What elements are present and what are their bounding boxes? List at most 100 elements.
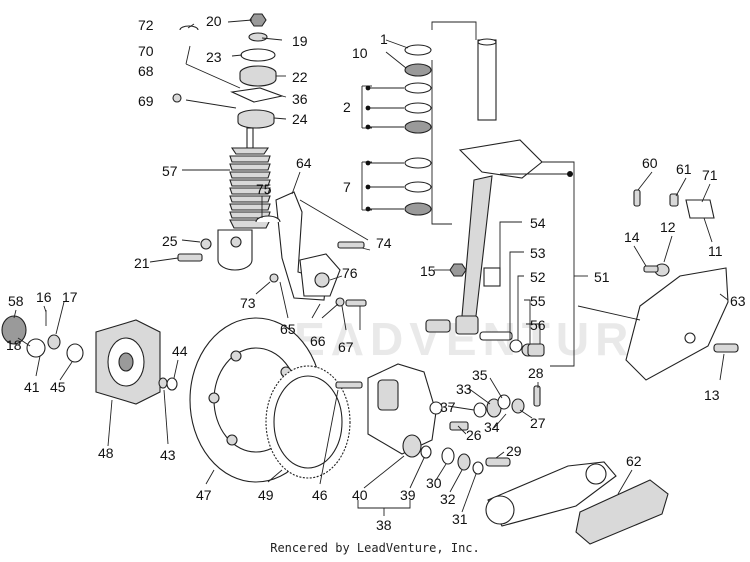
caliper-bracket [255, 191, 367, 307]
callout-24: 24 [292, 111, 308, 127]
disc-hole [230, 350, 242, 362]
sensor-60 [633, 189, 641, 207]
callout-68: 68 [138, 63, 154, 79]
bearing-cup-1 [404, 44, 432, 56]
washer-31 [472, 461, 484, 475]
callout-12: 12 [660, 219, 676, 235]
callout-23: 23 [206, 49, 222, 65]
callout-22: 22 [292, 69, 308, 85]
seal-45 [66, 343, 84, 363]
tone-ring-inner [273, 375, 343, 469]
callout-36: 36 [292, 91, 308, 107]
callout-51: 51 [594, 269, 610, 285]
leader-lines [13, 19, 729, 516]
callout-27: 27 [530, 415, 546, 431]
callout-43: 43 [160, 447, 176, 463]
bolt-67 [345, 299, 367, 307]
washer-35 [497, 394, 511, 410]
shock-absorber-assembly [172, 13, 284, 271]
disc-hole [226, 434, 238, 446]
steering-tube-assembly [404, 38, 545, 357]
nut-20 [249, 13, 267, 27]
callout-70: 70 [138, 43, 154, 59]
bolt-46 [335, 381, 363, 389]
caliper-eye [429, 401, 443, 415]
callout-58: 58 [8, 293, 24, 309]
callout-46: 46 [312, 487, 328, 503]
ring-30 [441, 447, 455, 465]
stem-top [477, 38, 497, 46]
needle-bearing-left [425, 319, 451, 333]
fork-bracket [483, 267, 501, 287]
callout-28: 28 [528, 365, 544, 381]
callout-53: 53 [530, 245, 546, 261]
bolt-14 [643, 265, 659, 273]
callout-21: 21 [134, 255, 150, 271]
shock-rod [246, 127, 254, 149]
callout-32: 32 [440, 491, 456, 507]
callout-63: 63 [730, 293, 746, 309]
callout-17: 17 [62, 289, 78, 305]
wheel-hub-assembly [1, 310, 178, 405]
link-eye-left [485, 495, 515, 525]
bolt-74 [337, 241, 365, 249]
nut-69 [172, 93, 182, 103]
callout-10: 10 [352, 45, 368, 61]
callout-47: 47 [196, 487, 212, 503]
washer-32 [457, 453, 471, 471]
callout-75: 75 [256, 181, 272, 197]
disc-hole [208, 392, 220, 404]
callout-29: 29 [506, 443, 522, 459]
callout-67: 67 [338, 339, 354, 355]
cap-23 [240, 48, 276, 62]
bracket-dots [365, 85, 573, 212]
steering-stem [477, 39, 497, 121]
mudguard-assembly [625, 189, 739, 381]
callout-35: 35 [472, 367, 488, 383]
mudguard-hole [684, 332, 696, 344]
bearing-2a [404, 82, 432, 94]
callout-73: 73 [240, 295, 256, 311]
callout-2: 2 [343, 99, 351, 115]
fork-bottom [455, 315, 479, 335]
caliper-body [367, 363, 437, 455]
brake-disc-assembly [189, 317, 351, 483]
shock-body [217, 229, 253, 271]
bearing-2b [404, 102, 432, 114]
cap-58 [1, 315, 27, 345]
callout-71: 71 [702, 167, 718, 183]
link-eye-right [585, 463, 607, 485]
bushing-24 [237, 109, 275, 129]
bracket-hole [314, 272, 330, 288]
bearing-2c [404, 120, 432, 134]
callout-20: 20 [206, 13, 222, 29]
bracket-71 [685, 199, 715, 219]
washer-34 [511, 398, 525, 414]
footer-credit: Rencered by LeadVenture, Inc. [270, 541, 480, 555]
callout-26: 26 [466, 427, 482, 443]
bolt-28 [533, 385, 541, 407]
callout-18: 18 [6, 337, 22, 353]
bearing-7a [404, 157, 432, 169]
callout-33: 33 [456, 381, 472, 397]
mudguard-63 [625, 267, 729, 381]
callout-56: 56 [530, 317, 546, 333]
callout-41: 41 [24, 379, 40, 395]
fork-head [458, 139, 543, 179]
callout-37: 37 [440, 399, 456, 415]
callout-13: 13 [704, 387, 720, 403]
bolt-21 [177, 253, 203, 262]
callout-30: 30 [426, 475, 442, 491]
pin-55 [479, 331, 513, 341]
callout-54: 54 [530, 215, 546, 231]
callout-64: 64 [296, 155, 312, 171]
washer-25 [200, 238, 212, 250]
clip-72 [179, 25, 199, 31]
bearing-7c [404, 202, 432, 216]
callout-25: 25 [162, 233, 178, 249]
fork-leg [461, 175, 493, 317]
callout-7: 7 [343, 179, 351, 195]
needle-bearing-right [527, 343, 545, 357]
bellows-57 [229, 147, 271, 229]
